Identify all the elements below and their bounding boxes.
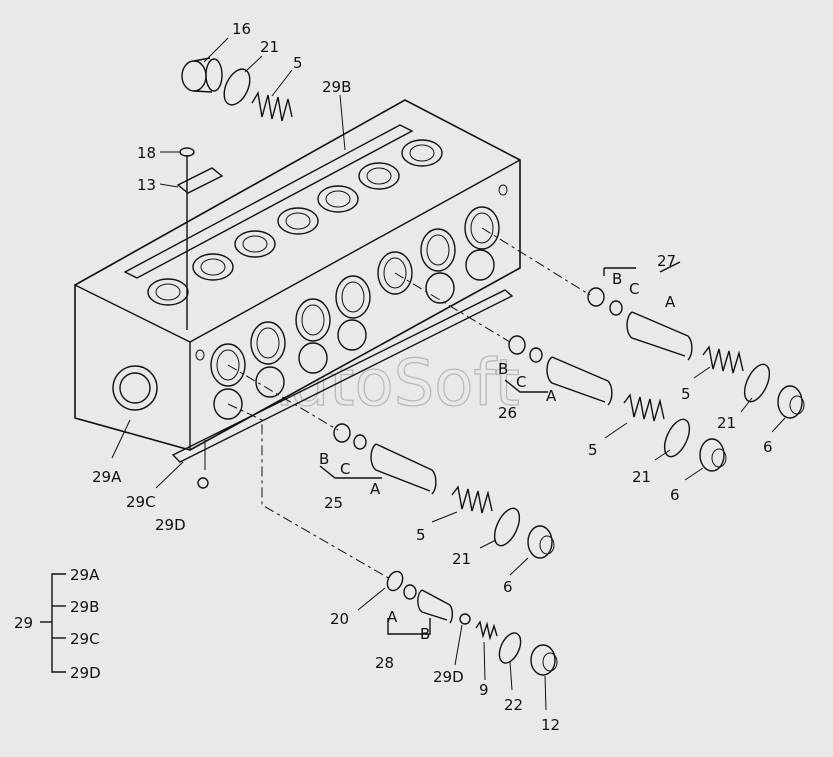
label-9: 9 [479,681,489,699]
spring-5-top [251,91,293,122]
label-28: 28 [375,654,394,672]
valve-body-29a [74,99,521,451]
legend-parent-label: 29 [14,614,33,632]
label-27-b: B [612,270,622,288]
ball-29d [197,477,209,489]
label-22: 22 [504,696,523,714]
legend-bracket [40,573,66,673]
label-21-26: 21 [632,468,651,486]
label-5-top: 5 [293,54,303,72]
label-5-26: 5 [588,441,598,459]
front-bores [195,184,508,420]
plug-16 [181,57,223,93]
label-5-25: 5 [416,526,426,544]
leader-lines [111,37,786,711]
label-20: 20 [330,610,349,628]
label-29b: 29B [322,78,351,96]
label-26: 26 [498,404,517,422]
alignment-lines [186,200,591,581]
legend-item-29a: 29A [70,566,100,584]
label-6-27: 6 [763,438,773,456]
label-25-c: C [340,460,350,478]
label-27-c: C [629,280,639,298]
o-ring-21-top [223,68,251,106]
part-group-28 [386,570,558,676]
label-12: 12 [541,716,560,734]
label-13: 13 [137,176,156,194]
label-6-25: 6 [503,578,513,596]
label-5-27: 5 [681,385,691,403]
label-21-top: 21 [260,38,279,56]
label-28-a: A [387,608,398,626]
label-21-27: 21 [717,414,736,432]
label-25: 25 [324,494,343,512]
label-26-a: A [546,387,557,405]
part-group-27 [587,261,805,419]
label-27-a: A [665,293,676,311]
label-29a: 29A [92,468,122,486]
label-25-b: B [319,450,329,468]
legend-item-29b: 29B [70,598,99,616]
label-25-a: A [370,480,381,498]
part-group-26 [504,335,727,472]
label-26-b: B [498,360,508,378]
label-29d: 29D [155,516,186,534]
cover-plate-29c [171,289,514,470]
label-26-c: C [516,373,526,391]
label-21-25: 21 [452,550,471,568]
label-6-26: 6 [670,486,680,504]
part-group-25 [319,423,555,559]
label-29c: 29C [126,493,156,511]
label-16: 16 [232,20,251,38]
legend-item-29c: 29C [70,630,100,648]
strip-29b [123,124,414,279]
legend-item-29d: 29D [70,664,101,682]
label-29d-lower: 29D [433,668,464,686]
label-18: 18 [137,144,156,162]
label-28-b: B [420,625,430,643]
callout-labels: 16 21 5 29B 18 13 27 B C A 5 21 6 B C A … [14,20,773,734]
label-27: 27 [657,252,676,270]
top-ports [147,139,443,306]
